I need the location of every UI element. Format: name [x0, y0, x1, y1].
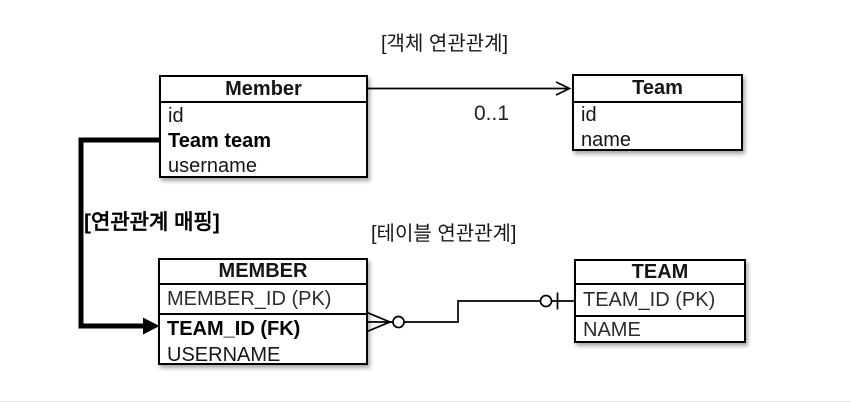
- team-class-title: Team: [574, 76, 741, 103]
- table-association-connector: [366, 292, 574, 333]
- member-class-box: Member id Team team username: [159, 75, 368, 178]
- member-table-fk-row: TEAM_ID (FK): [167, 318, 301, 340]
- optional-circle-team-icon: [539, 294, 553, 308]
- mapping-label: [연관관계 매핑]: [84, 211, 220, 234]
- object-association-arrowhead-icon: [555, 81, 572, 96]
- member-table-title: MEMBER: [160, 260, 366, 285]
- member-class-fields: id Team team username: [161, 103, 366, 179]
- member-class-title: Member: [161, 77, 366, 103]
- table-relation-label: [테이블 연관관계]: [371, 223, 517, 245]
- member-field-team: Team team: [168, 130, 272, 152]
- member-table-pk-row: MEMBER_ID (PK): [160, 285, 366, 315]
- multiplicity-label: 0..1: [474, 102, 510, 125]
- member-field-id: id: [168, 105, 184, 127]
- team-class-fields: id name: [574, 103, 741, 153]
- team-table-box: TEAM TEAM_ID (PK) NAME: [574, 259, 746, 343]
- team-class-box: Team id name: [572, 74, 743, 151]
- member-table-box: MEMBER MEMBER_ID (PK) TEAM_ID (FK) USERN…: [158, 258, 368, 368]
- crows-foot-many-icon: [366, 311, 393, 333]
- team-table-pk-row: TEAM_ID (PK): [576, 285, 744, 317]
- member-table-username-row: USERNAME: [167, 344, 281, 366]
- mapping-arrow: [78, 137, 160, 335]
- team-field-name: name: [581, 129, 632, 151]
- team-field-id: id: [581, 104, 597, 126]
- team-table-name-row: NAME: [583, 319, 641, 341]
- member-table-body: TEAM_ID (FK) USERNAME: [160, 315, 366, 368]
- member-field-username: username: [168, 155, 257, 177]
- object-relation-label: [객체 연관관계]: [381, 33, 509, 55]
- optional-circle-member-icon: [392, 315, 405, 329]
- object-association-arrow: [368, 81, 572, 96]
- team-table-title: TEAM: [576, 261, 744, 285]
- table-association-line: [404, 300, 541, 323]
